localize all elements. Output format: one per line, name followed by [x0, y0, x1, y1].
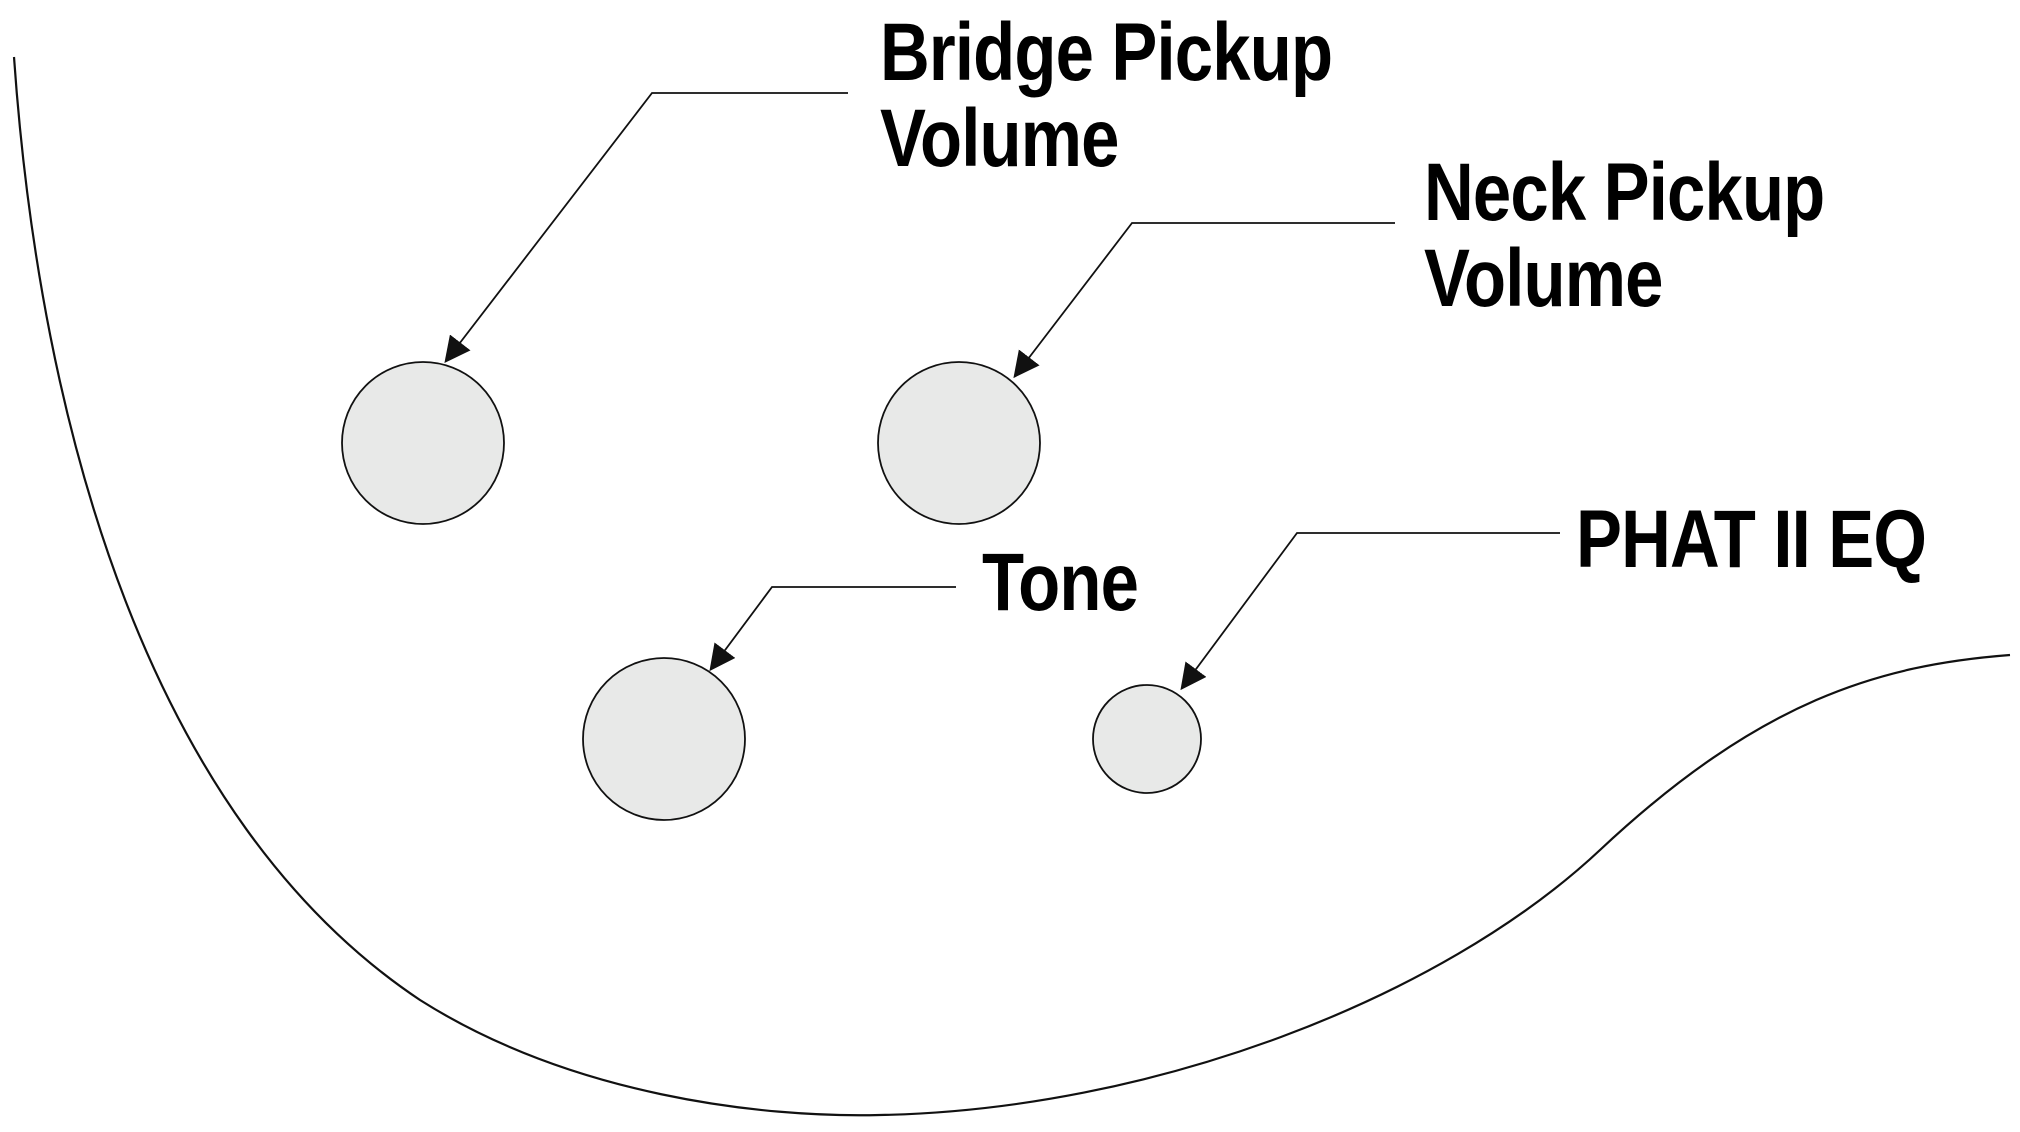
neck-pickup-volume-label-line1: Neck Pickup [1424, 147, 1825, 238]
phat-ii-eq-knob[interactable] [1092, 684, 1202, 794]
tone-knob[interactable] [582, 657, 746, 821]
neck-pickup-volume-label-line2: Volume [1424, 233, 1663, 324]
tone-leader [709, 586, 956, 672]
phat-ii-eq-label: PHAT II EQ [1576, 494, 1927, 585]
neck-pickup-volume-leader [1013, 222, 1395, 379]
phat-ii-eq-leader [1180, 532, 1560, 691]
tone-label-line1: Tone [982, 537, 1139, 628]
bridge-pickup-volume-label-line2: Volume [880, 93, 1119, 184]
phat-ii-eq-label-line1: PHAT II EQ [1576, 494, 1927, 585]
tone-label: Tone [982, 537, 1139, 628]
bridge-pickup-volume-leader [444, 92, 848, 364]
guitar-body-outline [12, 56, 2011, 1117]
neck-pickup-volume-label: Neck Pickup Volume [1424, 147, 1825, 324]
bridge-pickup-volume-knob[interactable] [341, 361, 505, 525]
bridge-pickup-volume-label-line1: Bridge Pickup [880, 7, 1333, 98]
neck-pickup-volume-knob[interactable] [877, 361, 1041, 525]
bridge-pickup-volume-label: Bridge Pickup Volume [880, 7, 1333, 184]
